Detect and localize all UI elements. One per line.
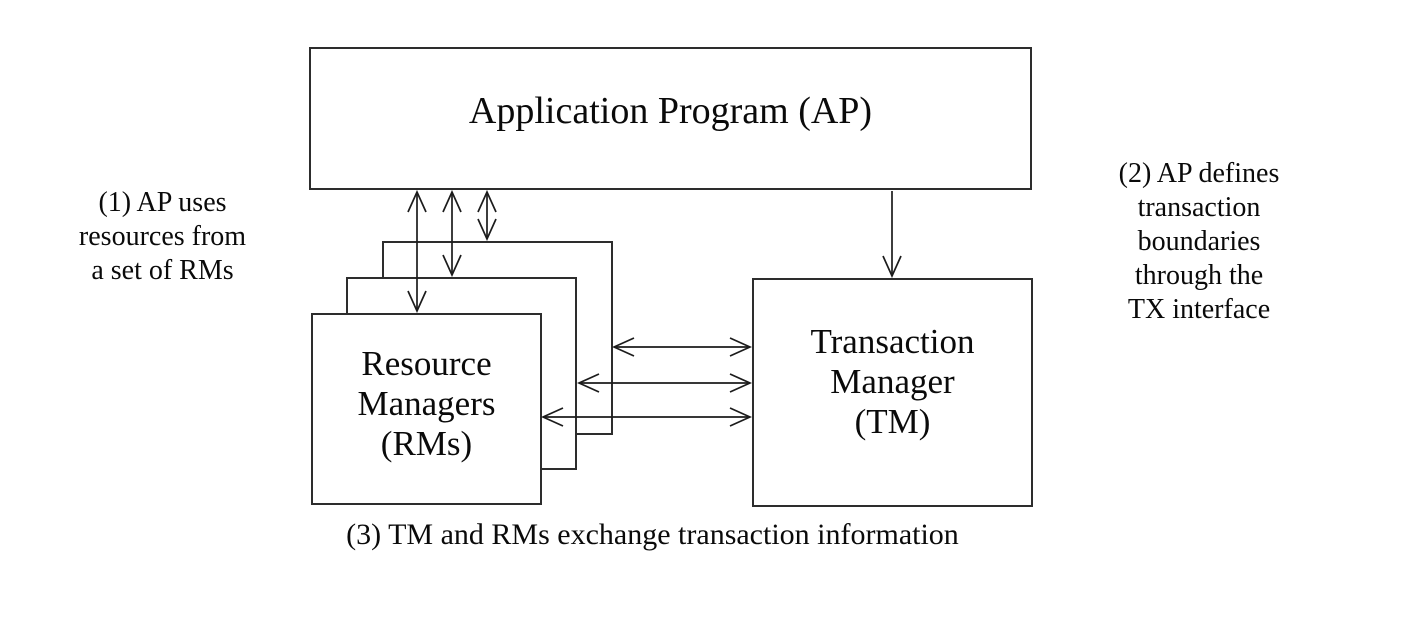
resource-manager-box-front: Resource Managers (RMs) xyxy=(311,313,542,505)
transaction-manager-label-line1: Transaction xyxy=(810,321,975,361)
note1-line3: a set of RMs xyxy=(91,255,234,286)
transaction-manager-label-line3: (TM) xyxy=(854,401,931,441)
note2-line4: through the xyxy=(1134,260,1264,291)
note2-line5: TX interface xyxy=(1127,294,1271,325)
note3-text: (3) TM and RMs exchange transaction info… xyxy=(346,518,959,551)
application-program-box: Application Program (AP) xyxy=(309,47,1032,190)
transaction-manager-box: Transaction Manager (TM) xyxy=(752,278,1033,507)
resource-managers-label-line3: (RMs) xyxy=(380,424,473,463)
note-ap-uses-rms: (1) AP uses resources from a set of RMs xyxy=(40,186,285,288)
note1-line1: (1) AP uses xyxy=(98,187,227,218)
note-ap-tx-interface: (2) AP defines transaction boundaries th… xyxy=(1074,157,1324,327)
note1-line2: resources from xyxy=(78,221,247,252)
resource-managers-label-line1: Resource xyxy=(361,344,492,383)
resource-managers-label-line2: Managers xyxy=(357,384,496,423)
note2-line3: boundaries xyxy=(1137,226,1261,257)
application-program-label: Application Program (AP) xyxy=(468,89,873,132)
note-tm-rm-exchange: (3) TM and RMs exchange transaction info… xyxy=(280,517,1025,553)
note2-line2: transaction xyxy=(1137,192,1261,223)
note2-line1: (2) AP defines xyxy=(1118,158,1280,189)
transaction-manager-label-line2: Manager xyxy=(830,361,955,401)
